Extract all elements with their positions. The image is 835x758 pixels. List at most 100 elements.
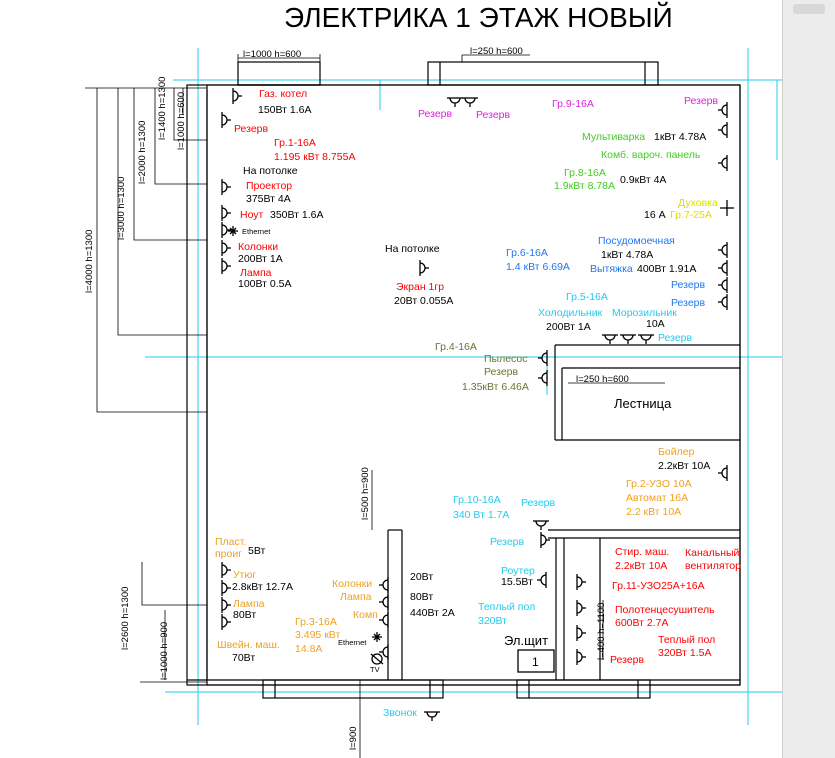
- label-gr7: Гр.7-25А: [670, 209, 712, 221]
- label-duct-fan-2: вентилятор: [685, 560, 741, 572]
- label-on-ceiling-1: На потолке: [243, 165, 298, 177]
- label-oven-current: 16 А: [644, 209, 666, 221]
- label-sewing: Швейн. маш.: [217, 639, 280, 651]
- label-reserve-g10b: Резерв: [490, 536, 525, 548]
- label-warm-floor-1-spec: 320Вт 1.5А: [658, 647, 712, 659]
- scrollbar[interactable]: [782, 0, 835, 758]
- label-oven: Духовка: [678, 197, 718, 209]
- label-washer-spec: 2.2кВт 10А: [615, 560, 667, 572]
- label-lamp-1: Лампа: [240, 267, 272, 279]
- label-gr3-spec: 3.495 кВт: [295, 629, 340, 641]
- label-washer: Стир. маш.: [615, 546, 669, 558]
- label-boiler: Бойлер: [658, 446, 695, 458]
- page-title: ЭЛЕКТРИКА 1 ЭТАЖ НОВЫЙ: [284, 2, 673, 33]
- scrollbar-thumb[interactable]: [793, 4, 825, 14]
- label-router: Роутер: [501, 565, 535, 577]
- label-plastic-spec: 5Вт: [248, 545, 265, 557]
- label-ethernet-1: Ethernet: [242, 227, 271, 236]
- label-reserve-bath: Резерв: [610, 654, 645, 666]
- label-comp-spec: 440Вт 2А: [410, 607, 455, 619]
- dim-bath-400: l=400 h=1100: [596, 603, 607, 660]
- label-gr10: Гр.10-16А: [453, 494, 501, 506]
- dim-left-1000-900: l=1000 h=900: [159, 622, 170, 680]
- dim-left-1000-600: l=1000 h=600: [176, 92, 187, 150]
- label-reserve-g10a: Резерв: [521, 497, 556, 509]
- label-reserve-top-right: Резерв: [684, 95, 719, 107]
- dim-bottom-900: l=900: [348, 726, 359, 750]
- label-hood-spec: 400Вт 1.91А: [637, 263, 696, 275]
- dimension-lines: [85, 54, 665, 758]
- dim-top-window-right: l=250 h=600: [470, 46, 523, 57]
- special-symbols: [228, 200, 734, 665]
- label-gr1-spec: 1.195 кВт 8.755А: [274, 151, 355, 163]
- label-reserve-k2: Резерв: [671, 297, 706, 309]
- label-lamp-2-spec: 80Вт: [233, 609, 256, 621]
- dim-left-1400: l=1400 h=1300: [157, 77, 168, 140]
- label-speakers-1-spec: 200Вт 1А: [238, 253, 283, 265]
- label-vacuum: Пылесос: [484, 353, 528, 365]
- label-projector: Проектор: [246, 180, 292, 192]
- equipment-labels: Газ. котел 150Вт 1.6А Резерв Гр.1-16А 1.…: [215, 88, 741, 719]
- label-multicooker: Мультиварка: [582, 131, 645, 143]
- label-lamp-1-spec: 100Вт 0.5А: [238, 278, 292, 290]
- label-duct-fan: Канальный: [685, 547, 740, 559]
- label-stairs: Лестница: [614, 396, 672, 411]
- label-gr2-auto: Автомат 16А: [626, 492, 688, 504]
- label-gr10-spec: 340 Вт 1.7А: [453, 509, 509, 521]
- label-panel-num: 1: [532, 655, 539, 669]
- label-tv: TV: [370, 665, 380, 674]
- label-iron: Утюг: [233, 569, 256, 581]
- label-doorbell: Звонок: [383, 707, 417, 719]
- label-gr2: Гр.2-УЗО 10А: [626, 478, 692, 490]
- label-gr3-current: 14.8А: [295, 643, 322, 655]
- label-screen-spec: 20Вт 0.055А: [394, 295, 453, 307]
- label-speakers-2-spec: 20Вт: [410, 571, 433, 583]
- label-towel: Полотенцесушитель: [615, 604, 715, 616]
- label-gr6-spec: 1.4 кВт 6.69А: [506, 261, 570, 273]
- label-screen: Экран 1гр: [396, 281, 444, 293]
- label-cooktop: Комб. вароч. панель: [601, 149, 701, 161]
- label-laptop: Ноут: [240, 209, 264, 221]
- label-plastic-2: проиг: [215, 548, 242, 560]
- label-fridge-spec: 200Вт 1А: [546, 321, 591, 333]
- label-reserve-vac: Резерв: [484, 366, 519, 378]
- label-reserve-top-1: Резерв: [418, 108, 453, 120]
- label-towel-spec: 600Вт 2.7А: [615, 617, 669, 629]
- label-reserve-k1: Резерв: [671, 279, 706, 291]
- label-gr11: Гр.11-УЗО25А+16А: [612, 580, 705, 592]
- label-reserve-k3: Резерв: [658, 332, 693, 344]
- label-speakers-1: Колонки: [238, 241, 278, 253]
- dim-partition: l=500 h=900: [360, 467, 371, 520]
- label-gas-boiler: Газ. котел: [259, 88, 307, 100]
- label-boiler-spec: 2.2кВт 10А: [658, 460, 710, 472]
- label-gas-boiler-spec: 150Вт 1.6А: [258, 104, 312, 116]
- label-fridge: Холодильник: [538, 307, 603, 319]
- dim-left-2600: l=2600 h=1300: [120, 587, 131, 650]
- label-reserve-top-2: Резерв: [476, 109, 511, 121]
- label-gr8: Гр.8-16А: [564, 167, 606, 179]
- label-gr3: Гр.3-16А: [295, 616, 337, 628]
- dim-top-window-left: l=1000 h=600: [243, 49, 301, 60]
- label-freezer: Морозильник: [612, 307, 677, 319]
- label-freezer-spec: 10А: [646, 318, 665, 330]
- label-panel: Эл.щит: [504, 633, 548, 648]
- label-reserve-1: Резерв: [234, 123, 269, 135]
- dim-left-3000: l=3000 h=1300: [116, 177, 127, 240]
- dim-left-2000: l=2000 h=1300: [137, 121, 148, 184]
- label-laptop-spec: 350Вт 1.6А: [270, 209, 324, 221]
- label-dishwasher-spec: 1кВт 4.78А: [601, 249, 653, 261]
- dim-stair: l=250 h=600: [576, 374, 629, 385]
- label-sewing-spec: 70Вт: [232, 652, 255, 664]
- label-comp: Комп: [353, 609, 378, 621]
- label-gr8-spec: 1.9кВт 8.78А: [554, 180, 615, 192]
- label-speakers-2: Колонки: [332, 578, 372, 590]
- label-lamp-3: Лампа: [340, 591, 372, 603]
- label-dishwasher: Посудомоечная: [598, 235, 675, 247]
- dim-left-4000: l=4000 h=1300: [84, 230, 95, 293]
- electrical-panel-box: [517, 649, 555, 673]
- label-on-ceiling-2: На потолке: [385, 243, 440, 255]
- label-hood: Вытяжка: [590, 263, 633, 275]
- label-gr2-spec: 2.2 кВт 10А: [626, 506, 681, 518]
- label-multicooker-spec: 1кВт 4.78А: [654, 131, 706, 143]
